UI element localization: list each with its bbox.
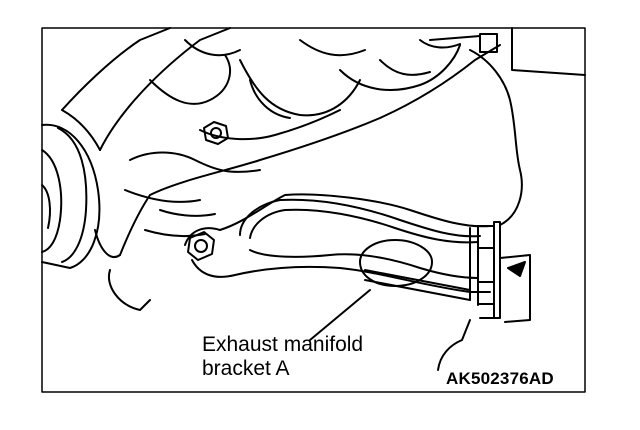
exhaust-pipe: [41, 123, 101, 269]
figure-frame: [41, 27, 586, 393]
callout-label-line-2: bracket A: [202, 357, 290, 380]
bracket-lower-right-bolt: [477, 281, 495, 305]
figure-code: AK502376AD: [446, 369, 554, 388]
stud-tip: [507, 261, 526, 277]
callout-label-line-1: Exhaust manifold: [202, 333, 364, 356]
bracket-lower-bolt: [187, 231, 215, 261]
manifold-bolt: [203, 121, 229, 145]
manifold-flange: [429, 33, 523, 226]
exhaust-manifold: [61, 27, 501, 311]
code-leader-line: [437, 319, 471, 371]
frame-cut-edge: [511, 27, 586, 76]
stud-pointer: [499, 254, 531, 323]
bracket-a: [184, 193, 499, 319]
callout-leader-line: [309, 289, 371, 341]
